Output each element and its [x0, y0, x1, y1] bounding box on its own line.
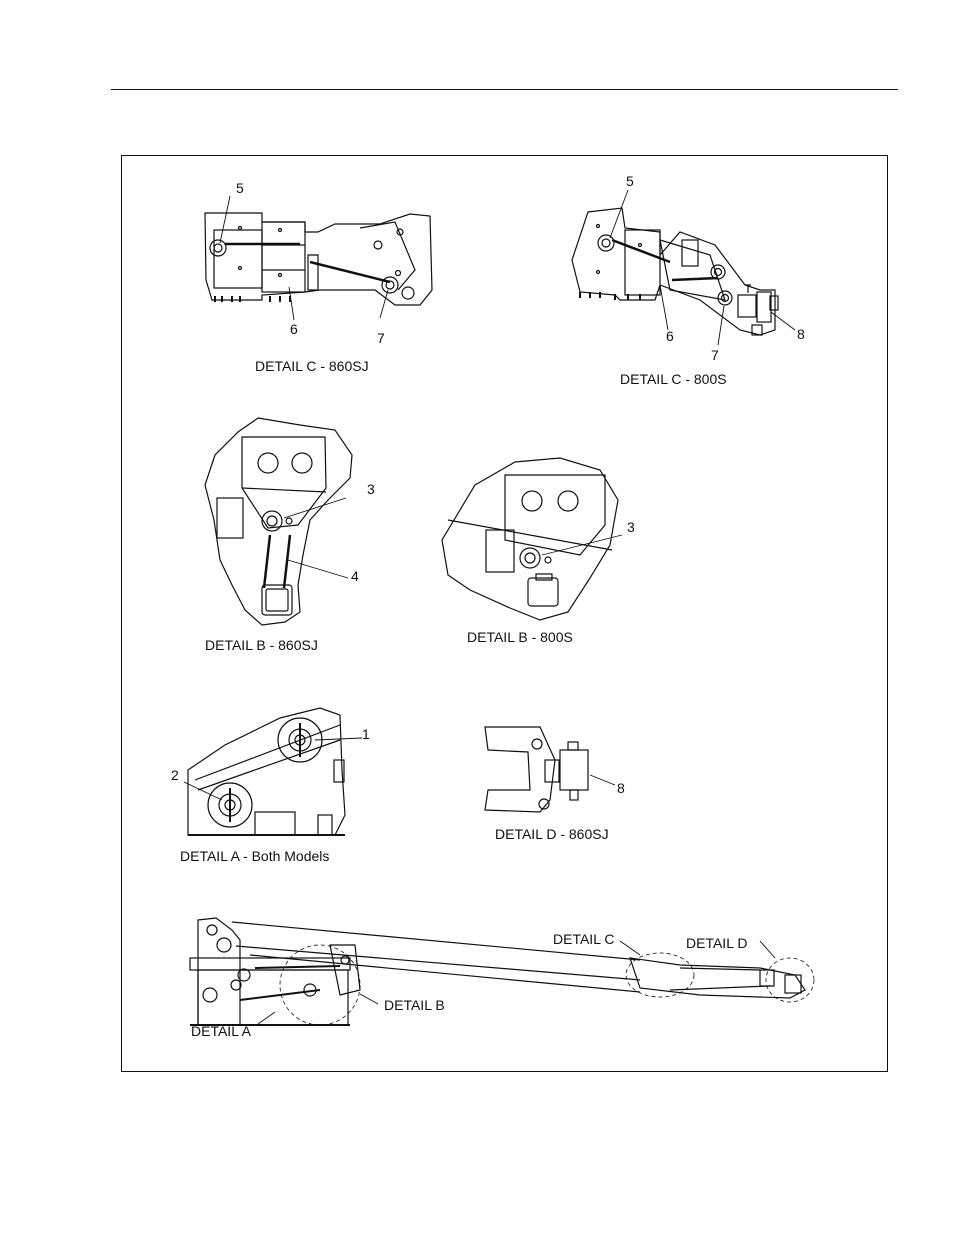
- callout-c860-5: 5: [236, 180, 244, 196]
- callout-c860-7: 7: [377, 330, 385, 346]
- overview-label-detail-c: DETAIL C: [553, 931, 614, 947]
- caption-detail-b-800s: DETAIL B - 800S: [467, 629, 573, 645]
- callout-a-1: 1: [362, 726, 370, 742]
- callout-b860-3: 3: [367, 481, 375, 497]
- detail-c-800s-drawing: [572, 190, 795, 345]
- callout-c800-8: 8: [797, 326, 805, 342]
- caption-detail-a-both-models: DETAIL A - Both Models: [180, 848, 329, 864]
- detail-c-860sj-drawing: [205, 196, 432, 320]
- overview-label-detail-d: DETAIL D: [686, 935, 747, 951]
- detail-b-800s-drawing: [442, 458, 622, 620]
- caption-detail-b-860sj: DETAIL B - 860SJ: [205, 637, 318, 653]
- callout-b800-3: 3: [627, 519, 635, 535]
- overview-label-detail-a: DETAIL A: [191, 1023, 251, 1039]
- overview-label-detail-b: DETAIL B: [384, 997, 445, 1013]
- callout-b860-4: 4: [351, 568, 359, 584]
- caption-detail-c-800s: DETAIL C - 800S: [620, 371, 727, 387]
- callout-c800-6: 6: [666, 328, 674, 344]
- callout-c800-7: 7: [711, 347, 719, 363]
- callout-d-8: 8: [617, 780, 625, 796]
- caption-detail-d-860sj: DETAIL D - 860SJ: [495, 826, 609, 842]
- detail-b-860sj-drawing: [205, 418, 352, 625]
- callout-c800-5: 5: [626, 173, 634, 189]
- caption-detail-c-860sj: DETAIL C - 860SJ: [255, 358, 369, 374]
- detail-d-drawing: [485, 727, 615, 812]
- detail-a-drawing: [184, 708, 362, 835]
- callout-a-2: 2: [171, 767, 179, 783]
- callout-c860-6: 6: [290, 321, 298, 337]
